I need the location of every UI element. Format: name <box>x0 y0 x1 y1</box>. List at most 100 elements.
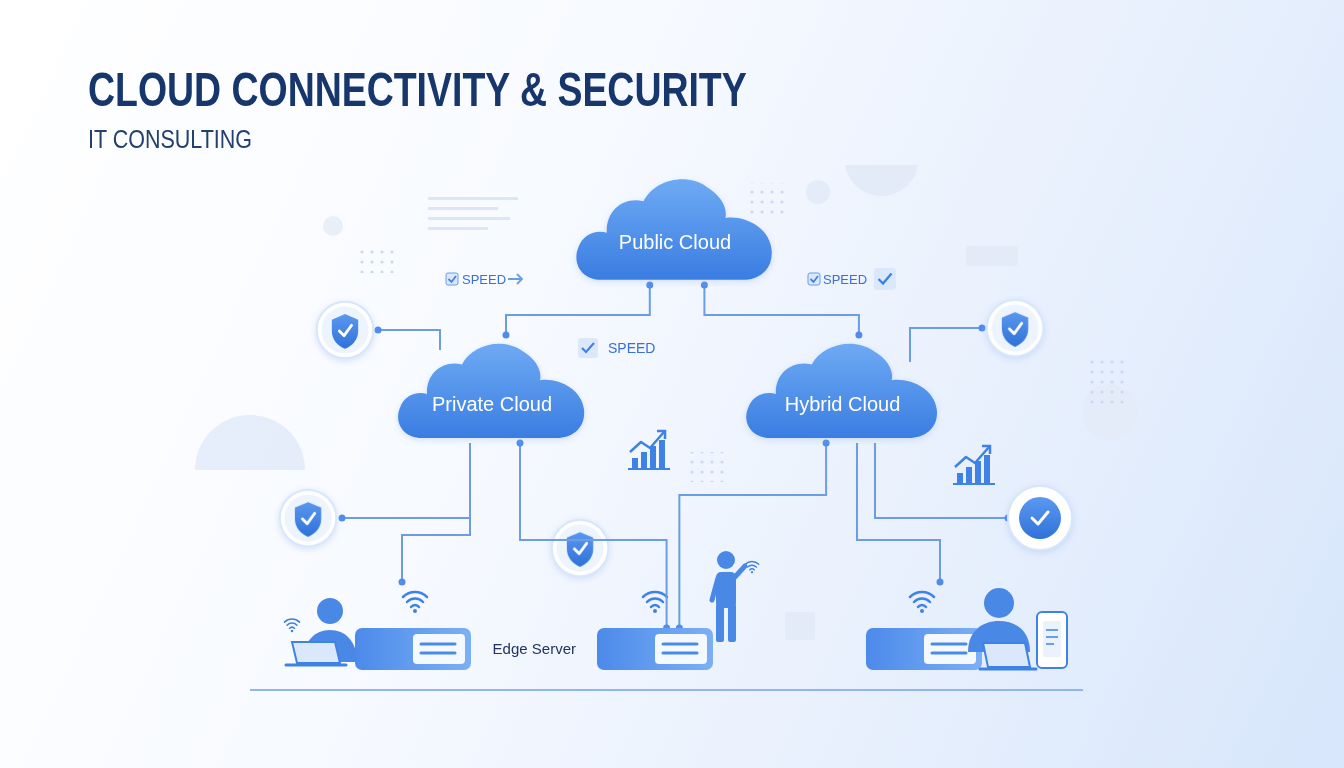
server-symbol <box>866 628 982 670</box>
cloud-node: Public Cloud <box>570 170 780 285</box>
cloud-outline <box>398 344 584 438</box>
cloud-node: Private Cloud <box>392 335 592 443</box>
server-shape <box>597 628 713 670</box>
wifi-icon <box>745 562 759 574</box>
bg-shape <box>806 180 830 204</box>
speed-tag: SPEED <box>823 272 867 287</box>
person-leg <box>716 604 724 642</box>
person-head <box>717 551 735 569</box>
wifi-icon <box>643 592 667 613</box>
dot-grid <box>745 183 790 218</box>
cloud-shape <box>740 335 945 443</box>
connector-dot <box>517 440 524 447</box>
connector-line <box>704 285 859 335</box>
wifi-icons <box>285 562 935 633</box>
wifi-icon <box>910 592 934 613</box>
leader-line <box>857 443 940 582</box>
leader-line <box>342 443 470 518</box>
node-label: Public Cloud <box>619 231 731 254</box>
shield-icon <box>987 300 1043 356</box>
connector-dot <box>855 332 862 339</box>
server-lines <box>663 644 697 653</box>
bg-shape <box>323 216 343 236</box>
leader-lines <box>342 328 1008 582</box>
connector-line <box>520 443 667 628</box>
diagram-title: CLOUD CONNECTIVITY & SECURITY <box>88 62 747 117</box>
bg-line <box>428 217 510 220</box>
connector-dot <box>701 282 708 289</box>
cloud-outline <box>746 344 937 438</box>
badge-icon <box>1019 497 1061 539</box>
check-mark <box>811 276 819 282</box>
leader-dot <box>979 325 986 332</box>
person-arm <box>734 566 745 578</box>
node-label: Private Cloud <box>432 393 552 416</box>
speed-icons <box>446 268 896 358</box>
wifi-icon <box>403 592 427 613</box>
bg-line <box>428 207 498 210</box>
cloud-shape <box>392 335 592 443</box>
arrow-icon <box>508 274 522 284</box>
wifi-icon <box>285 619 300 632</box>
leader-dot <box>375 327 382 334</box>
checkbox-icon <box>808 273 820 285</box>
people <box>286 551 1067 669</box>
servers <box>355 628 982 670</box>
bg-shape <box>195 415 305 470</box>
leader-dot <box>339 515 346 522</box>
check-mark <box>582 343 594 352</box>
person-arm <box>712 578 718 600</box>
badge-icon <box>1008 486 1072 550</box>
bg-line <box>428 227 488 230</box>
speed-tag: SPEED <box>608 340 655 356</box>
connector-dot <box>646 282 653 289</box>
dot-grid <box>360 248 395 273</box>
growth-chart-icon <box>953 446 995 484</box>
badge-check <box>1032 512 1048 524</box>
bg-shape <box>966 246 1018 266</box>
phone-screen <box>1043 621 1061 657</box>
connector-dot <box>503 332 510 339</box>
shield-icon <box>552 520 608 576</box>
bg-line <box>428 197 518 200</box>
server-node: Edge Server <box>597 628 713 670</box>
laptop-icon <box>983 643 1030 667</box>
leader-dot <box>399 579 406 586</box>
leader-dots <box>339 325 1012 586</box>
ground-line <box>250 689 1083 691</box>
check-mark <box>449 276 457 282</box>
person-leg <box>728 604 736 642</box>
checkbox-icon <box>446 273 458 285</box>
leader-line <box>378 330 440 350</box>
bg-shape <box>845 165 918 196</box>
laptop-base <box>286 664 346 667</box>
person-head <box>317 598 343 624</box>
chart-icons <box>628 431 995 484</box>
bg-shape <box>785 612 815 640</box>
leader-dot <box>937 579 944 586</box>
connector-line <box>679 443 826 628</box>
node-label: Hybrid Cloud <box>785 393 901 416</box>
server-body <box>597 628 713 670</box>
cloud-outline <box>576 179 771 279</box>
leader-line <box>402 518 470 582</box>
security-icons <box>280 300 1072 576</box>
background-decor <box>195 165 1138 640</box>
connector-dot <box>823 440 830 447</box>
laptop-base <box>980 668 1036 671</box>
subtitle: IT CONSULTING <box>88 125 252 154</box>
check-mark <box>879 274 892 284</box>
node-label: Edge Server <box>493 640 576 657</box>
leader-line <box>875 443 1008 518</box>
server-symbol <box>355 628 471 670</box>
shield-icon <box>317 302 373 358</box>
leader-line <box>910 328 982 362</box>
connector-line <box>506 285 650 335</box>
server-panel <box>655 634 707 664</box>
checkbox-icon <box>874 268 896 290</box>
phone-lines <box>1046 630 1058 644</box>
dot-grid <box>1085 360 1125 405</box>
cloud-shape <box>570 170 780 285</box>
